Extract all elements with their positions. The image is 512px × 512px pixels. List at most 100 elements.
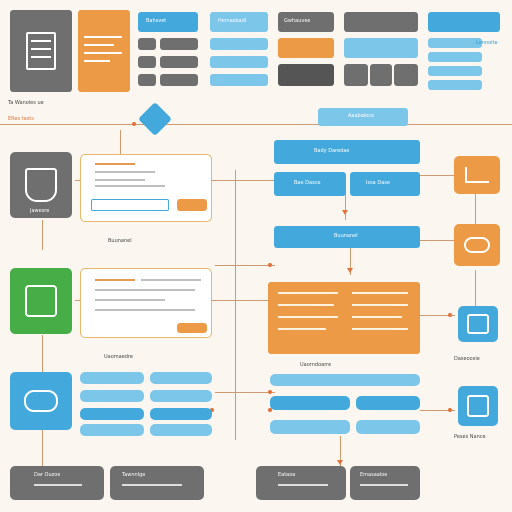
arrow-down xyxy=(337,460,343,465)
right-blue-bar-2[interactable]: Bae Dasce xyxy=(274,172,346,196)
far-right-orange-2[interactable] xyxy=(454,224,500,266)
center-top-bar[interactable]: Aaabaiece xyxy=(318,108,408,126)
far-right-bottom-caption: Peses Nance xyxy=(454,434,486,440)
top-gray-header[interactable]: Gwhauvee xyxy=(278,12,334,32)
top-gray-tile[interactable] xyxy=(10,10,72,92)
right-blue-bar-3-label: Issa Dase xyxy=(366,180,390,186)
connector xyxy=(345,190,346,220)
list-cell[interactable] xyxy=(344,64,368,86)
chart-icon xyxy=(465,167,489,183)
connector xyxy=(215,265,275,266)
right-wide-bar-label: Buunanel xyxy=(334,233,358,239)
list-cell[interactable] xyxy=(160,74,198,86)
list-cell[interactable] xyxy=(370,64,392,86)
bottom-left-node[interactable]: Dar Ouzoe xyxy=(10,466,104,500)
stack-bar[interactable] xyxy=(80,408,144,420)
left-green-node[interactable] xyxy=(10,268,72,334)
form-card-mid[interactable] xyxy=(80,268,212,338)
form-card-top-caption: Buunanel xyxy=(108,238,132,244)
list-cell[interactable] xyxy=(138,56,156,68)
database-icon xyxy=(467,314,489,334)
cloud-icon xyxy=(24,390,58,412)
connector-dot xyxy=(268,390,272,394)
top-right-caption: Lennoite xyxy=(476,40,498,46)
stack-bar[interactable] xyxy=(80,424,144,436)
submit-button[interactable] xyxy=(177,199,207,211)
orange-panel[interactable] xyxy=(268,282,420,354)
right-stack-bar[interactable] xyxy=(356,420,420,434)
bottom-right-node-2[interactable]: Emasaaloe xyxy=(350,466,420,500)
far-right-blue-2[interactable] xyxy=(458,386,498,426)
left-blue-node[interactable] xyxy=(10,372,72,430)
far-right-mid-caption: Daseoosie xyxy=(454,356,480,362)
list-cell[interactable] xyxy=(428,66,482,76)
list-cell[interactable] xyxy=(138,74,156,86)
far-right-blue-1[interactable] xyxy=(458,306,498,342)
list-cell[interactable] xyxy=(394,64,418,86)
form-input[interactable] xyxy=(91,199,169,211)
right-stack-bar[interactable] xyxy=(270,396,350,410)
form-card-mid-caption: Uaomaedre xyxy=(104,354,133,360)
right-stack-bar[interactable] xyxy=(270,374,420,386)
decision-icon[interactable] xyxy=(138,102,172,136)
bottom-right-node-1[interactable]: Eataoa xyxy=(256,466,346,500)
submit-button[interactable] xyxy=(177,323,207,333)
top-lightblue-title: Hemasbadl xyxy=(218,18,247,24)
top-gray-header-title: Gwhauvee xyxy=(284,18,311,24)
right-blue-bar-2-label: Bae Dasce xyxy=(294,180,321,186)
top-gray-header-2[interactable] xyxy=(344,12,418,32)
list-cell[interactable] xyxy=(210,74,268,86)
list-cell[interactable] xyxy=(210,56,268,68)
connector xyxy=(420,175,455,176)
stack-bar[interactable] xyxy=(80,390,144,402)
list-cell[interactable] xyxy=(344,38,418,58)
list-cell[interactable] xyxy=(428,80,482,90)
top-lightblue-header[interactable]: Hemasbadl xyxy=(210,12,268,32)
connector xyxy=(420,410,455,411)
right-stack-bar[interactable] xyxy=(270,420,350,434)
connector xyxy=(42,335,43,375)
top-blue-header[interactable]: Bahsvet xyxy=(138,12,198,32)
connector-dot xyxy=(210,408,214,412)
bottom-mid-node[interactable]: Tawnnlge xyxy=(110,466,204,500)
far-right-orange-1[interactable] xyxy=(454,156,500,194)
connector xyxy=(215,392,275,393)
code-icon xyxy=(25,285,57,317)
connector xyxy=(420,240,455,241)
connector xyxy=(420,315,455,316)
bottom-mid-title: Tawnnlge xyxy=(122,472,146,478)
list-cell[interactable] xyxy=(138,38,156,50)
note-1: Ta Wanoles ue xyxy=(8,100,44,106)
right-blue-bar-1-label: Bady Daredae xyxy=(314,148,350,154)
bottom-right-node-2-title: Emasaaloe xyxy=(360,472,388,478)
form-card-top[interactable] xyxy=(80,154,212,222)
top-right-header[interactable] xyxy=(428,12,500,32)
stack-bar[interactable] xyxy=(150,372,212,384)
gray-node-caption: Jawesre xyxy=(30,208,50,214)
right-stack-bar[interactable] xyxy=(356,396,420,410)
right-blue-bar-1[interactable]: Bady Daredae xyxy=(274,140,420,164)
shield-icon xyxy=(25,168,57,202)
left-gray-node[interactable] xyxy=(10,152,72,218)
stack-bar[interactable] xyxy=(80,372,144,384)
list-cell[interactable] xyxy=(428,52,482,62)
top-orange-tile[interactable] xyxy=(78,10,130,92)
list-cell[interactable] xyxy=(278,64,334,86)
note-2: ERes tasts xyxy=(8,116,34,122)
list-cell[interactable] xyxy=(428,38,482,48)
center-top-bar-label: Aaabaiece xyxy=(348,113,375,119)
stack-bar[interactable] xyxy=(150,390,212,402)
stack-bar[interactable] xyxy=(150,408,212,420)
list-cell[interactable] xyxy=(160,38,198,50)
stack-bar[interactable] xyxy=(150,424,212,436)
connector xyxy=(120,130,121,155)
bottom-left-title: Dar Ouzoe xyxy=(34,472,61,478)
right-blue-bar-3[interactable]: Issa Dase xyxy=(350,172,420,196)
list-cell[interactable] xyxy=(160,56,198,68)
connector xyxy=(42,220,43,250)
list-cell[interactable] xyxy=(210,38,268,50)
connector xyxy=(42,430,43,470)
list-cell[interactable] xyxy=(278,38,334,58)
connector-dot xyxy=(132,122,136,126)
right-wide-bar[interactable]: Buunanel xyxy=(274,226,420,248)
